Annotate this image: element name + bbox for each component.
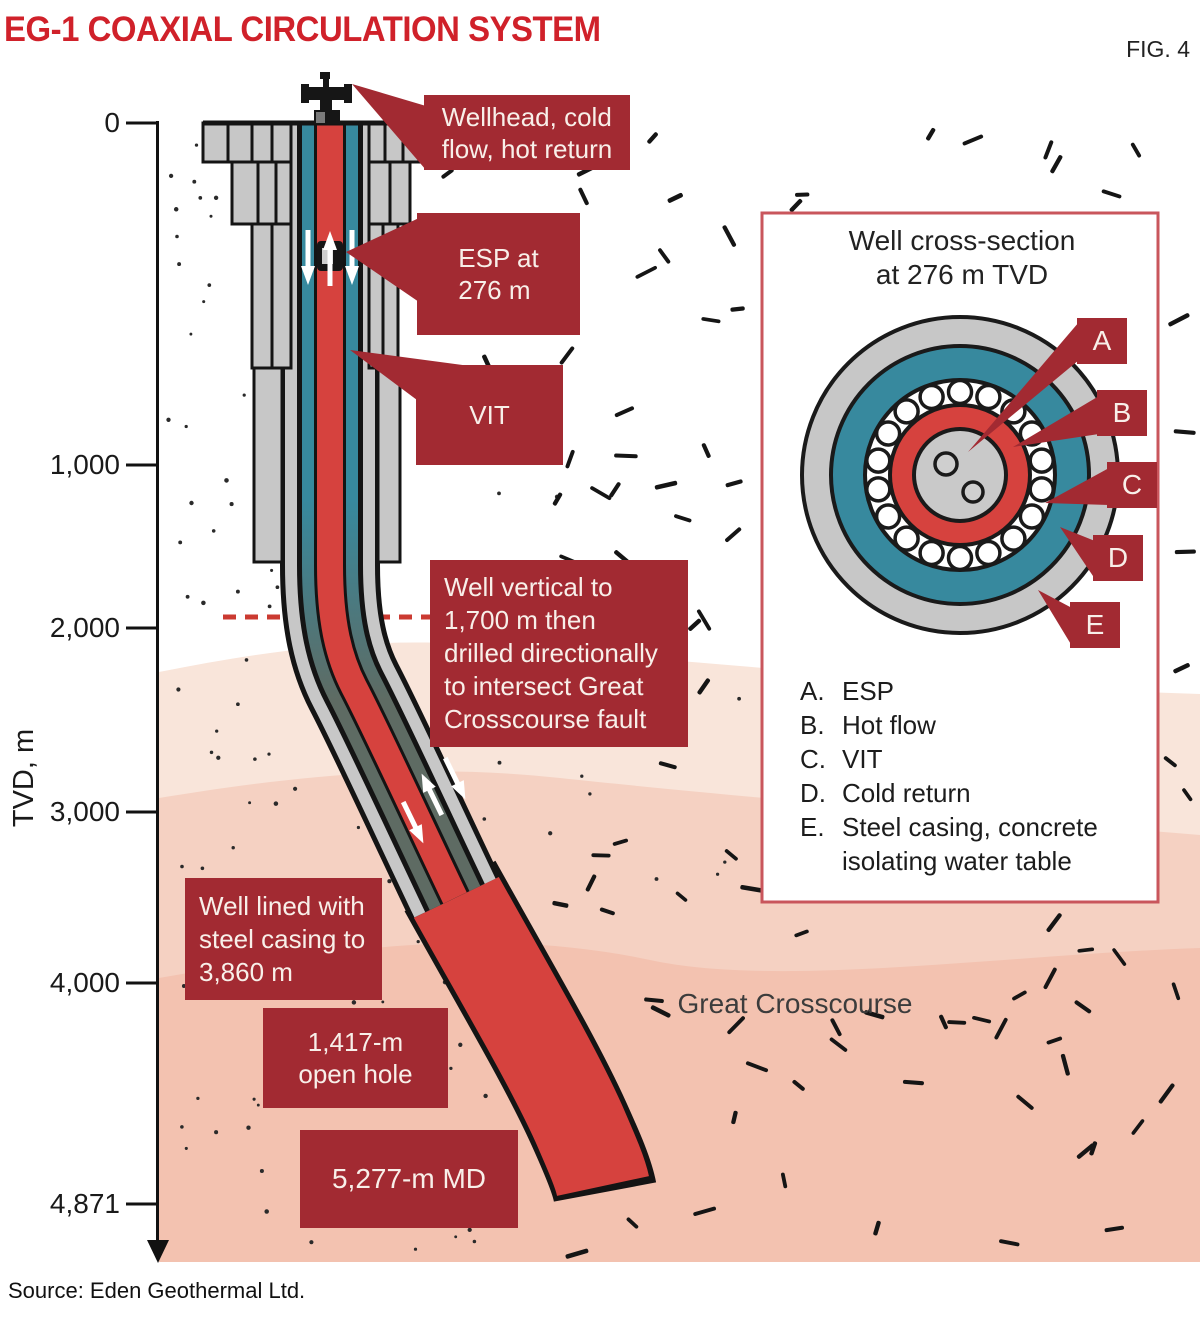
axis-tick-2000: 2,000 <box>49 612 120 643</box>
legend-key: E. <box>800 812 825 842</box>
hot-up-arrow <box>421 773 445 817</box>
callout-pointers <box>346 84 470 400</box>
vit-pointer <box>350 350 470 400</box>
inset-label-e: E <box>1070 602 1120 648</box>
cold-down-arrow <box>345 230 359 285</box>
fault-zone-label: Great Crosscourse <box>677 988 913 1019</box>
inset-label-c: C <box>1107 462 1157 508</box>
esp-pointer <box>346 218 419 302</box>
esp-cables <box>933 451 985 504</box>
legend-item-a: A. ESP <box>800 674 1160 708</box>
center-esp-disc <box>912 427 1008 523</box>
legend-text: Cold return <box>842 778 971 808</box>
label-a-pointer <box>968 322 1079 452</box>
label-c-pointer <box>1045 468 1109 505</box>
open-hole-section <box>404 860 657 1204</box>
legend-text: VIT <box>842 744 883 774</box>
inset-label-a: A <box>1077 318 1127 364</box>
callout-wellhead: Wellhead, cold flow, hot return <box>424 95 630 170</box>
wellhead <box>301 72 352 124</box>
legend-text: Hot flow <box>842 710 936 740</box>
legend-item-b: B. Hot flow <box>800 708 1160 742</box>
callout-esp: ESP at 276 m <box>417 213 580 335</box>
axis-tick-4000: 4,000 <box>49 967 120 998</box>
legend-item-e: E. Steel casing, concrete isolating wate… <box>800 810 1160 878</box>
callout-vit: VIT <box>416 365 563 465</box>
legend-item-d: D. Cold return <box>800 776 1160 810</box>
hot-up-arrow <box>323 231 337 286</box>
legend-text: ESP <box>842 676 895 706</box>
legend-key: A. <box>800 676 825 706</box>
callout-directional: Well vertical to 1,700 m then drilled di… <box>430 560 688 747</box>
source-credit: Source: Eden Geothermal Ltd. <box>8 1278 306 1303</box>
legend-item-c: C. VIT <box>800 742 1160 776</box>
cold-down-arrow <box>442 756 466 800</box>
inset-label-d: D <box>1093 535 1143 581</box>
label-d-pointer <box>1060 527 1095 579</box>
wellhead-pointer <box>352 84 426 170</box>
legend-key: C. <box>800 744 826 774</box>
axis-tick-1000: 1,000 <box>49 449 120 480</box>
label-e-pointer <box>1038 590 1072 646</box>
cold-down-arrow <box>301 230 315 285</box>
inset-label-b: B <box>1097 390 1147 436</box>
axis-title: TVD, m <box>8 728 40 828</box>
figure-number: FIG. 4 <box>1126 36 1190 62</box>
legend-key: D. <box>800 778 826 808</box>
flow-arrows-vertical <box>301 230 359 286</box>
depth-axis <box>126 121 169 1263</box>
callout-open-hole: 1,417-m open hole <box>263 1008 448 1108</box>
label-b-pointer <box>1013 396 1099 447</box>
inset-title: Well cross-section at 276 m TVD <box>848 225 1076 290</box>
axis-tick-0: 0 <box>104 107 120 138</box>
cold-down-arrow <box>400 800 424 844</box>
legend-key: B. <box>800 710 825 740</box>
legend-text: Steel casing, concrete isolating water t… <box>842 812 1098 876</box>
callout-steel-casing: Well lined with steel casing to 3,860 m <box>185 878 382 1000</box>
cased-wellbore <box>280 121 501 920</box>
callout-md: 5,277-m MD <box>300 1130 518 1228</box>
axis-tick-4871: 4,871 <box>49 1188 120 1219</box>
axis-arrowhead <box>147 1240 169 1263</box>
axis-tick-3000: 3,000 <box>49 796 120 827</box>
cross-section-inset <box>760 211 1160 904</box>
page-title: EG-1 COAXIAL CIRCULATION SYSTEM <box>4 10 601 49</box>
flow-arrows-deviated <box>400 756 466 844</box>
inset-label-pointers <box>968 322 1109 646</box>
